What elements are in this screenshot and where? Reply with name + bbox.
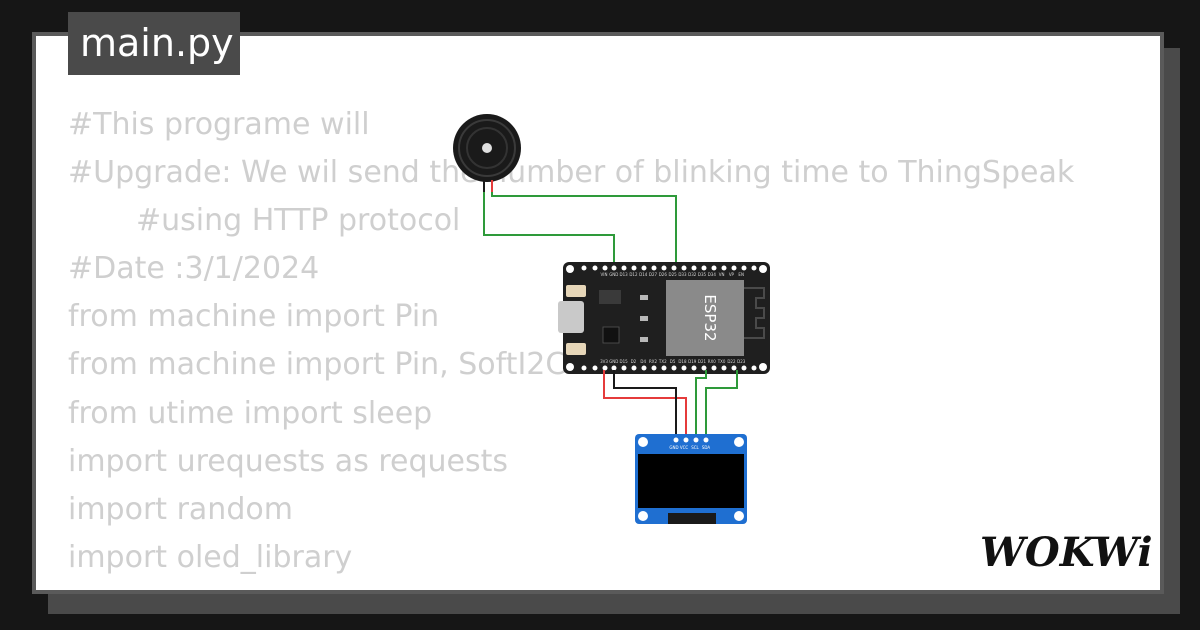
code-line: import random	[68, 491, 293, 527]
code-line: import oled_library	[68, 539, 353, 575]
esp32-pin-label: GND	[609, 272, 618, 277]
wokwi-logo-text: WOKWi	[980, 529, 1152, 576]
reset-button[interactable]	[566, 343, 586, 355]
oled-display[interactable]: GND VCC SCL SDA	[635, 434, 747, 524]
esp32-pin-label: VIN	[601, 272, 608, 277]
esp32-chip-label: ESP32	[701, 294, 719, 341]
esp32-pin-label: D22	[727, 359, 736, 364]
esp32-pin-label: RX0	[708, 359, 717, 364]
wire-ground	[613, 370, 677, 440]
esp32-pin-label: D19	[688, 359, 697, 364]
code-line: from machine import Pin	[68, 299, 440, 335]
esp32-pin-label: RX2	[649, 359, 658, 364]
esp32-pin-label: D33	[678, 272, 687, 277]
esp32-pin-label: D12	[629, 272, 638, 277]
oled-pin-label: SDA	[702, 445, 711, 450]
esp32-module	[666, 280, 744, 356]
esp32-pin-label: D15	[620, 359, 629, 364]
esp32-pin-label: EN	[738, 272, 744, 277]
oled-screen	[638, 454, 744, 508]
buzzer[interactable]	[453, 114, 521, 192]
code-line: #This programe will	[68, 107, 370, 142]
code-line: from machine import Pin, SoftI2C	[68, 347, 567, 383]
file-name-tab: main.py	[68, 12, 240, 75]
esp32-pin-label: D26	[659, 272, 668, 277]
esp32-pin-label: D25	[669, 272, 678, 277]
esp32-pin-label: D4	[640, 359, 646, 364]
esp32-pin-label: D23	[737, 359, 746, 364]
wire-scl	[705, 370, 738, 440]
esp32-pin-label: D34	[708, 272, 717, 277]
oled-pin-label: VCC	[680, 445, 689, 450]
boot-button[interactable]	[566, 285, 586, 297]
esp32-pin-label: D13	[620, 272, 629, 277]
wire-sda	[695, 370, 707, 440]
esp32-pin-label: VN	[719, 272, 725, 277]
esp32-pin-label: D27	[649, 272, 658, 277]
esp32-pin-label: D5	[670, 359, 676, 364]
oled-pin-label: GND	[669, 445, 678, 450]
esp32-pin-label: D2	[631, 359, 637, 364]
code-line: #Date :3/1/2024	[68, 251, 320, 287]
esp32-pin-label: GND	[609, 359, 618, 364]
esp32-pin-label: D21	[698, 359, 707, 364]
esp32-pin-label: VP	[729, 272, 735, 277]
esp32-pin-label: D35	[698, 272, 707, 277]
usb-port	[558, 301, 584, 333]
wokwi-logo: WOKWi	[980, 529, 1152, 576]
code-line: from utime import sleep	[68, 395, 433, 431]
code-line: #using HTTP protocol	[136, 203, 461, 239]
esp32-pin-label: D32	[688, 272, 697, 277]
wire-buzzer-gnd	[483, 192, 615, 266]
esp32-pin-label: D18	[678, 359, 687, 364]
wire-power	[603, 370, 687, 440]
esp32-pin-label: D14	[639, 272, 648, 277]
esp32-pin-label: 3V3	[600, 359, 608, 364]
esp32-pin-label: TX0	[717, 359, 726, 364]
code-line: import urequests as requests	[68, 443, 509, 479]
oled-pin-label: SCL	[691, 445, 699, 450]
esp32-pin-label: TX2	[658, 359, 667, 364]
